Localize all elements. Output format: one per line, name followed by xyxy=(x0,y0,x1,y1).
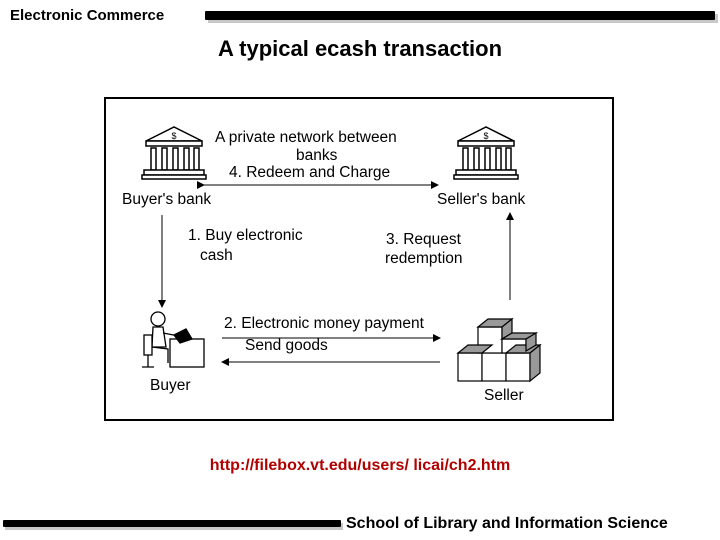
header-title: Electronic Commerce xyxy=(10,7,165,24)
seller-label: Seller xyxy=(484,387,524,404)
step3-label-line2: redemption xyxy=(385,250,463,267)
buyers-bank-icon: $ xyxy=(141,126,207,180)
ecash-diagram: $ $ xyxy=(141,126,542,383)
sellers-bank-icon: $ xyxy=(453,126,519,180)
buyer-label: Buyer xyxy=(150,377,191,394)
source-url-link[interactable]: http://filebox.vt.edu/users/ licai/ch2.h… xyxy=(209,457,511,474)
step2-label-line1: 2. Electronic money payment xyxy=(224,315,424,332)
private-network-label-line1: A private network between xyxy=(215,129,397,146)
seller-icon xyxy=(456,317,542,383)
footer-rule xyxy=(3,520,341,527)
footer-text: School of Library and Information Scienc… xyxy=(346,515,668,532)
step3-label-line1: 3. Request xyxy=(386,231,461,248)
step4-label: 4. Redeem and Charge xyxy=(229,164,391,181)
buyer-icon xyxy=(142,311,205,368)
step2-label-line2: Send goods xyxy=(245,337,328,354)
step1-label-line1: 1. Buy electronic xyxy=(188,227,303,244)
header-rule xyxy=(205,11,715,20)
slide-title: A typical ecash transaction xyxy=(217,36,503,61)
sellers-bank-label: Seller's bank xyxy=(437,191,526,208)
private-network-label-line2: banks xyxy=(296,147,338,164)
sellers-bank-dollar: $ xyxy=(483,131,488,141)
buyers-bank-label: Buyer's bank xyxy=(122,191,212,208)
step1-label-line2: cash xyxy=(200,247,233,264)
buyers-bank-dollar: $ xyxy=(171,131,176,141)
